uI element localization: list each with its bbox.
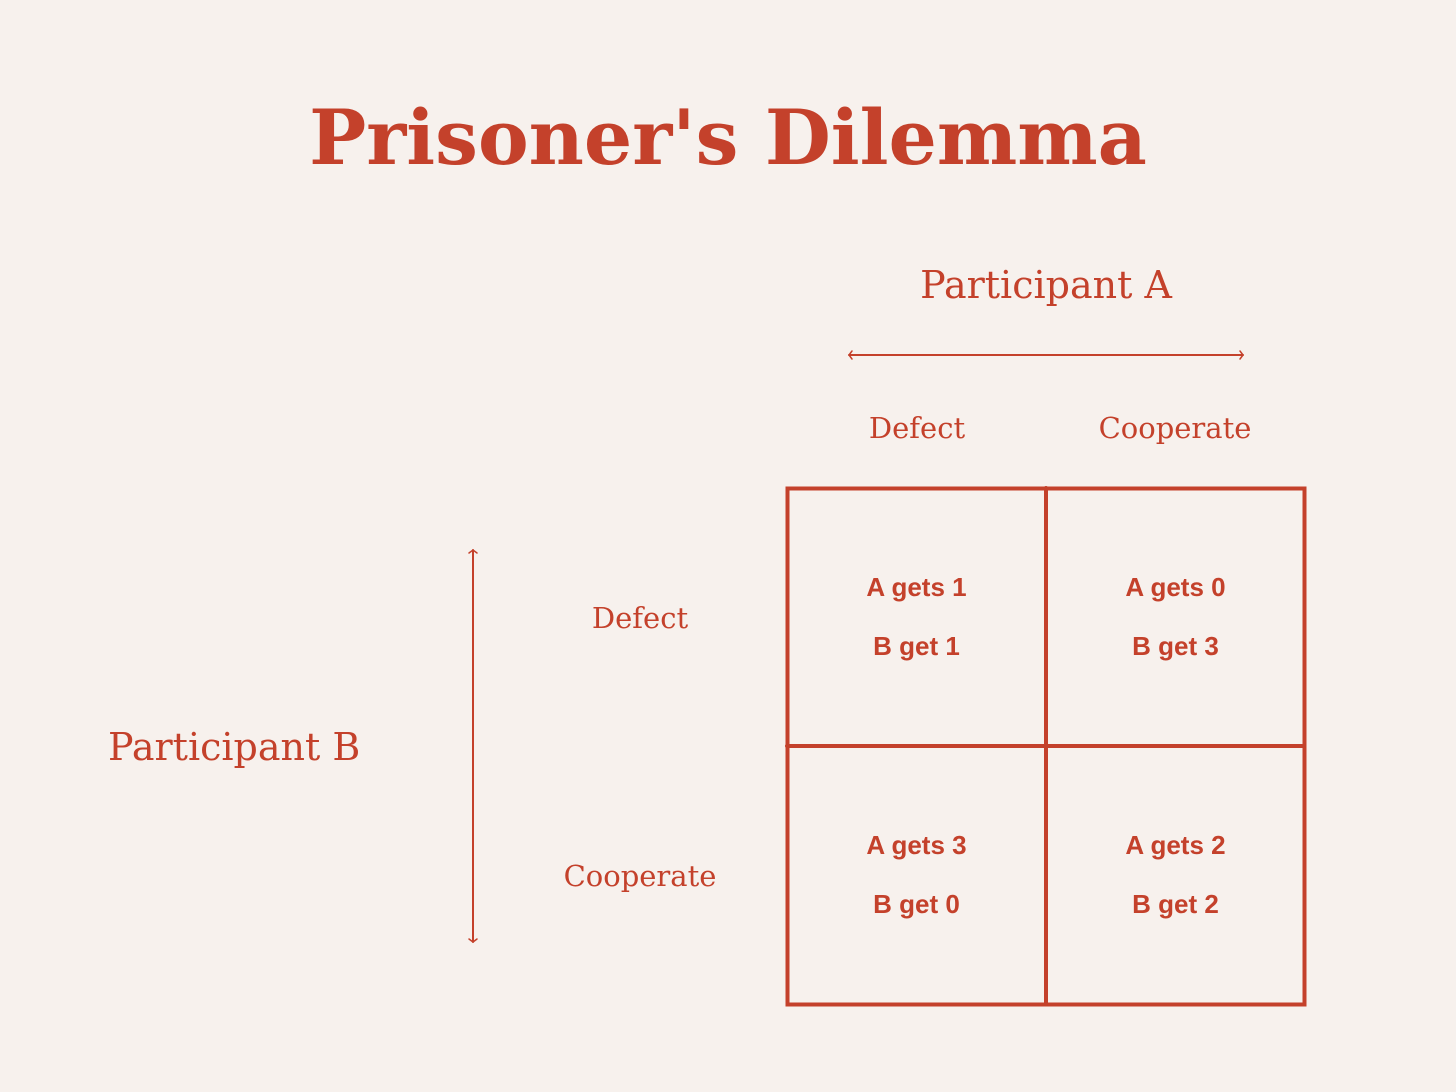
payoff-cell-cooperate-defect: A gets 3 B get 0 [789, 748, 1044, 1002]
payoff-a: A gets 1 [866, 572, 967, 602]
payoff-b: B get 2 [1132, 889, 1219, 919]
payoff-cell-defect-cooperate: A gets 0 B get 3 [1048, 490, 1303, 744]
participant-a-arrowhead-left [848, 350, 853, 360]
payoff-b: B get 3 [1132, 631, 1219, 661]
payoff-a: A gets 0 [1125, 572, 1226, 602]
participant-a-label: Participant A [920, 263, 1172, 307]
payoff-b: B get 1 [873, 631, 960, 661]
participant-a-arrowhead-right [1239, 350, 1244, 360]
payoff-a: A gets 2 [1125, 830, 1226, 860]
row-header-cooperate: Cooperate [563, 859, 717, 893]
column-header-cooperate: Cooperate [1098, 411, 1252, 445]
payoff-a: A gets 3 [866, 830, 967, 860]
participant-b-label: Participant B [108, 725, 361, 769]
payoff-cell-cooperate-cooperate: A gets 2 B get 2 [1048, 748, 1303, 1002]
page-title: Prisoner's Dilemma [309, 93, 1147, 182]
participant-b-arrowhead-top [468, 549, 478, 554]
payoff-cell-defect-defect: A gets 1 B get 1 [789, 490, 1044, 744]
payoff-b: B get 0 [873, 889, 960, 919]
column-header-defect: Defect [868, 411, 966, 445]
participant-b-arrowhead-bottom [468, 938, 478, 943]
row-header-defect: Defect [591, 601, 689, 635]
